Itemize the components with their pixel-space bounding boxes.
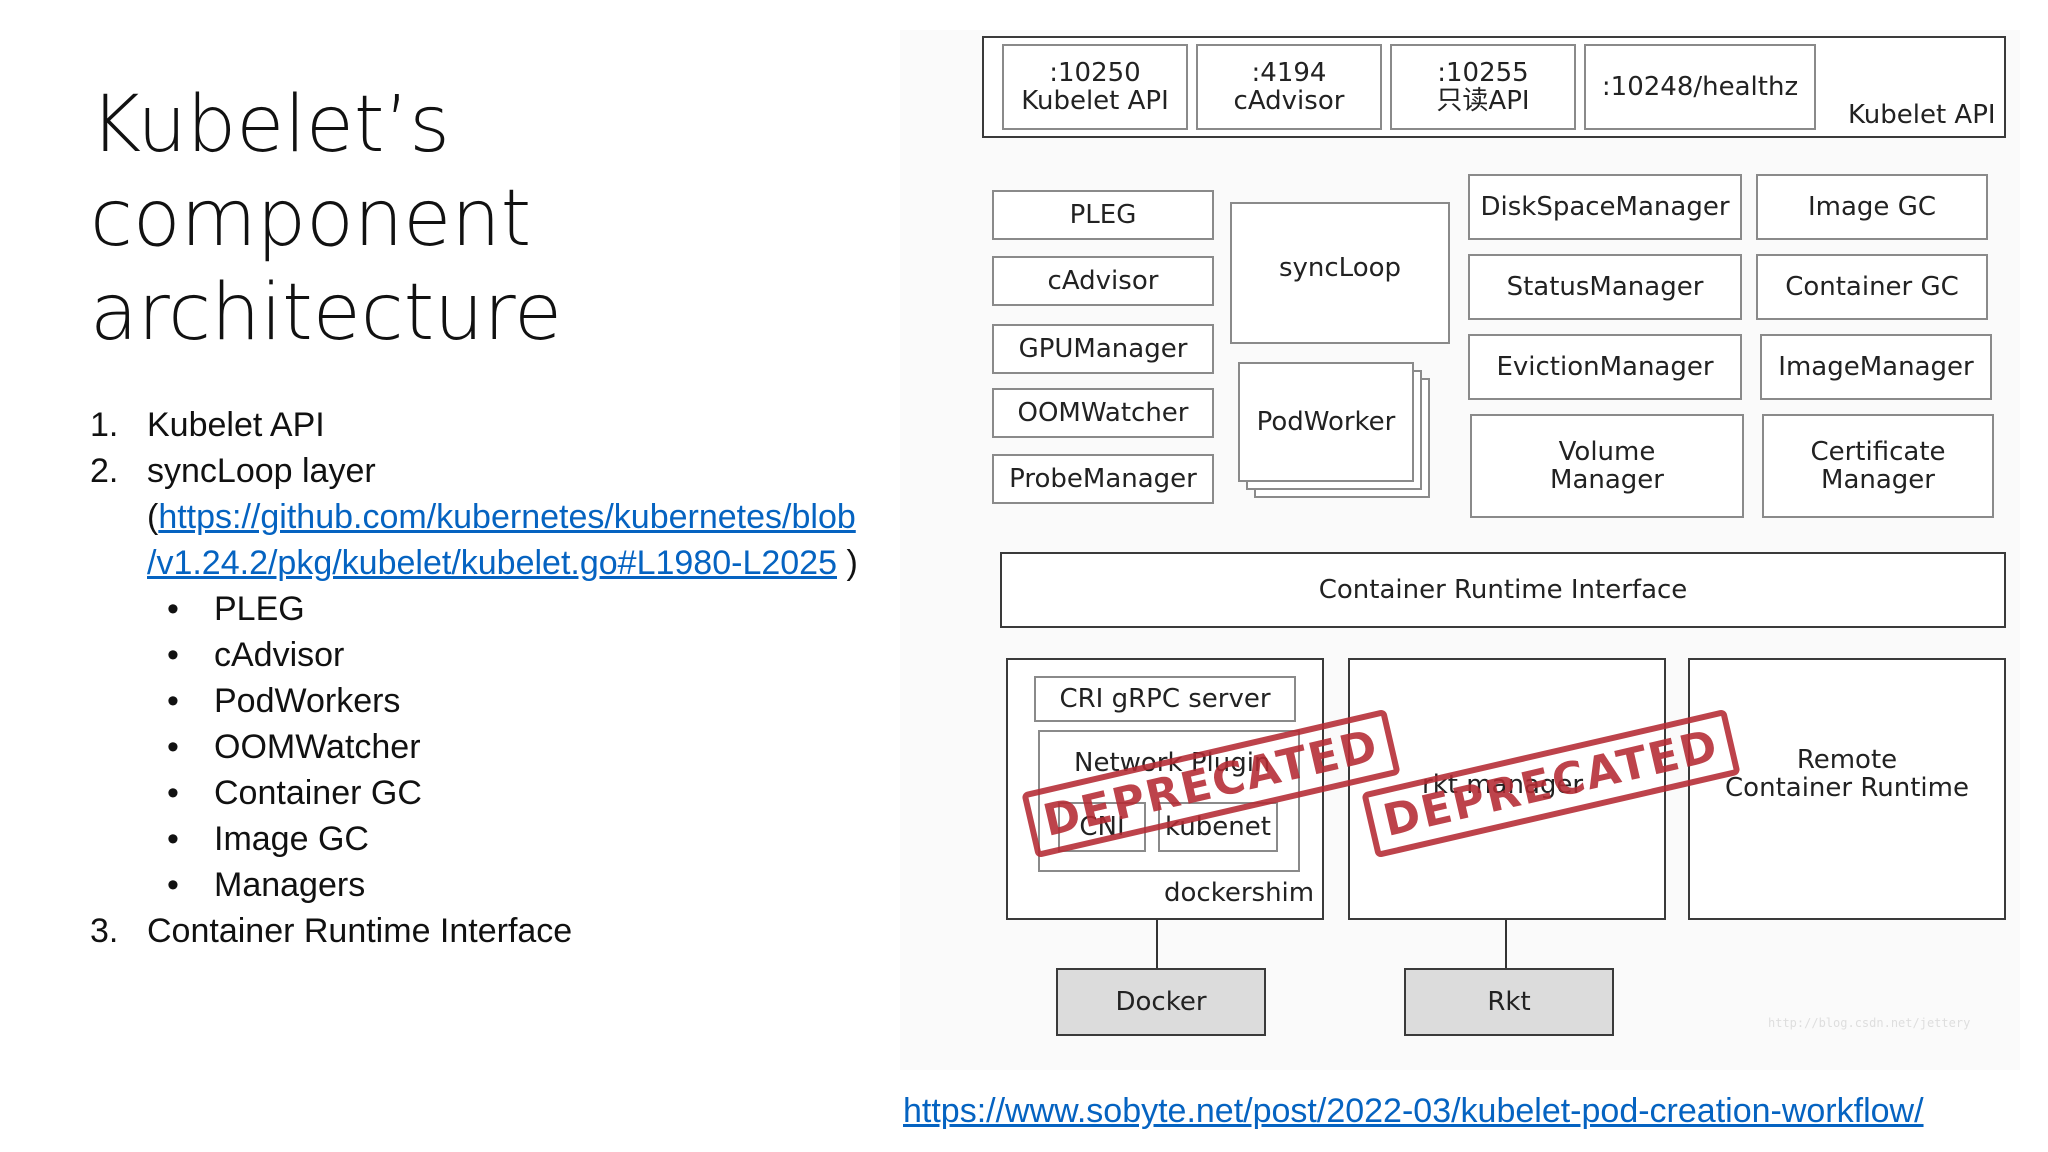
list-item-continuation: (https://github.com/kubernetes/kubernete… xyxy=(147,494,858,540)
cri-grpc-server-box: CRI gRPC server xyxy=(1034,676,1296,722)
docker-connector-line xyxy=(1156,920,1158,998)
watermark: http://blog.csdn.net/jettery xyxy=(1768,1016,1971,1030)
diskspacemanager-box: DiskSpaceManager xyxy=(1468,174,1742,240)
port-name: Kubelet API xyxy=(1021,86,1169,116)
paren-close: ) xyxy=(837,544,858,582)
sub-list-item: • Container GC xyxy=(90,770,858,816)
kubenet-box: kubenet xyxy=(1158,802,1278,852)
port-name: cAdvisor xyxy=(1233,86,1345,116)
evictionmanager-box: EvictionManager xyxy=(1468,334,1742,400)
sub-item-text: Managers xyxy=(214,866,366,904)
bullet-icon: • xyxy=(167,866,179,904)
port-number: :4194 xyxy=(1251,58,1327,88)
list-item: 3. Container Runtime Interface xyxy=(90,908,858,954)
sub-item-text: PodWorkers xyxy=(214,682,401,720)
dockershim-label: dockershim xyxy=(1164,878,1315,908)
bullet-icon: • xyxy=(167,774,179,812)
sub-item-text: cAdvisor xyxy=(214,636,345,674)
port-name: 只读API xyxy=(1436,86,1530,116)
component-list: 1. Kubelet API 2. syncLoop layer (https:… xyxy=(90,402,858,954)
list-item: 1. Kubelet API xyxy=(90,402,858,448)
bullet-icon: • xyxy=(167,682,179,720)
oomwatcher-box: OOMWatcher xyxy=(992,388,1214,438)
list-item-continuation: /v1.24.2/pkg/kubelet/kubelet.go#L1980-L2… xyxy=(147,540,858,586)
github-link-line1[interactable]: https://github.com/kubernetes/kubernetes… xyxy=(158,498,856,536)
statusmanager-box: StatusManager xyxy=(1468,254,1742,320)
cni-box: CNI xyxy=(1058,802,1146,852)
sub-list-item: • PodWorkers xyxy=(90,678,858,724)
list-item-text: Kubelet API xyxy=(147,406,325,444)
sub-item-text: Container GC xyxy=(214,774,422,812)
sub-list-item: • Managers xyxy=(90,862,858,908)
sub-list-item: • PLEG xyxy=(90,586,858,632)
kubelet-api-label: Kubelet API xyxy=(1848,100,1996,130)
rkt-manager-box xyxy=(1348,658,1666,920)
port-4194-box: :4194 cAdvisor xyxy=(1196,44,1382,130)
bullet-icon: • xyxy=(167,820,179,858)
network-plugin-label: Network Plugin xyxy=(1074,748,1271,778)
list-item-text: syncLoop layer xyxy=(147,452,376,490)
slide-title-line2: architecture xyxy=(90,268,562,358)
pleg-box: PLEG xyxy=(992,190,1214,240)
bullet-icon: • xyxy=(167,590,179,628)
certificatemanager-line1: Certificate xyxy=(1810,437,1946,467)
cadvisor-box: cAdvisor xyxy=(992,256,1214,306)
bullet-icon: • xyxy=(167,728,179,766)
container-gc-box: Container GC xyxy=(1756,254,1988,320)
sub-item-text: Image GC xyxy=(214,820,369,858)
list-item: 2. syncLoop layer xyxy=(90,448,858,494)
syncloop-box: syncLoop xyxy=(1230,202,1450,344)
sub-item-text: PLEG xyxy=(214,590,305,628)
list-number: 3. xyxy=(90,912,119,950)
bullet-icon: • xyxy=(167,636,179,674)
port-10250-box: :10250 Kubelet API xyxy=(1002,44,1188,130)
paren-open: ( xyxy=(147,498,159,536)
remote-container-runtime-box: Remote Container Runtime xyxy=(1688,658,2006,920)
imagemanager-box: ImageManager xyxy=(1760,334,1992,400)
image-gc-box: Image GC xyxy=(1756,174,1988,240)
sub-list-item: • cAdvisor xyxy=(90,632,858,678)
slide-title-line1: Kubelet’s component xyxy=(90,80,532,264)
sub-list-item: • OOMWatcher xyxy=(90,724,858,770)
remote-runtime-line1: Remote xyxy=(1796,745,1898,775)
sub-list-item: • Image GC xyxy=(90,816,858,862)
list-item-text: Container Runtime Interface xyxy=(147,912,573,950)
github-link-line2[interactable]: /v1.24.2/pkg/kubelet/kubelet.go#L1980-L2… xyxy=(147,544,837,582)
port-number: :10255 xyxy=(1437,58,1529,88)
port-10255-box: :10255 只读API xyxy=(1390,44,1576,130)
port-10248-box: :10248/healthz xyxy=(1584,44,1816,130)
remote-runtime-line2: Container Runtime xyxy=(1725,773,1969,803)
list-number: 2. xyxy=(90,452,119,490)
kubelet-architecture-diagram: Kubelet API :10250 Kubelet API :4194 cAd… xyxy=(900,30,2020,1070)
source-link[interactable]: https://www.sobyte.net/post/2022-03/kube… xyxy=(903,1092,1924,1130)
volumemanager-line1: Volume xyxy=(1558,437,1656,467)
rkt-connector-line xyxy=(1505,920,1507,998)
port-number: :10250 xyxy=(1049,58,1141,88)
rkt-manager-label: rkt manager xyxy=(1422,770,1584,800)
slide-title: Kubelet’s component architecture xyxy=(90,78,890,360)
list-number: 1. xyxy=(90,406,119,444)
podworker-box: PodWorker xyxy=(1238,362,1414,482)
volumemanager-box: Volume Manager xyxy=(1470,414,1744,518)
probemanager-box: ProbeManager xyxy=(992,454,1214,504)
docker-box: Docker xyxy=(1056,968,1266,1036)
cri-box: Container Runtime Interface xyxy=(1000,552,2006,628)
volumemanager-line2: Manager xyxy=(1550,465,1664,495)
gpumanager-box: GPUManager xyxy=(992,324,1214,374)
certificatemanager-line2: Manager xyxy=(1821,465,1935,495)
rkt-box: Rkt xyxy=(1404,968,1614,1036)
sub-item-text: OOMWatcher xyxy=(214,728,421,766)
certificatemanager-box: Certificate Manager xyxy=(1762,414,1994,518)
